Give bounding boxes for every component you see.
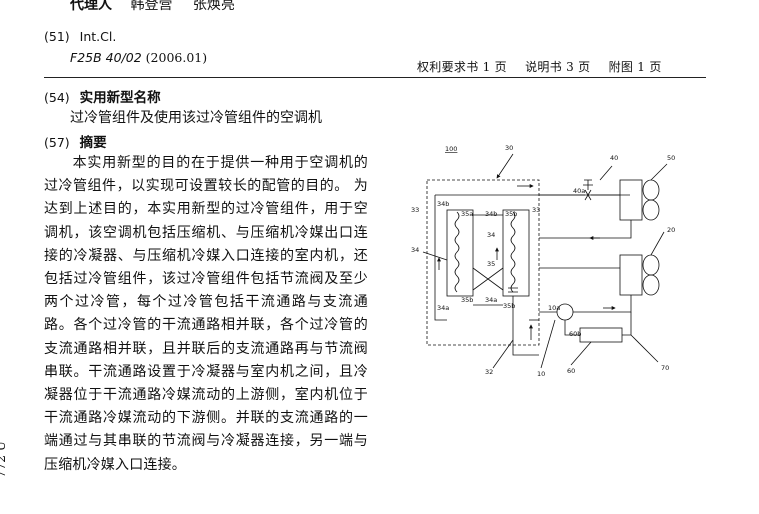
label-35a: 35a: [461, 210, 473, 218]
ipc-date: (2006.01): [145, 50, 208, 65]
label-40: 40: [610, 154, 618, 162]
label-34-mid: 34: [487, 231, 495, 239]
claims-pages: 权利要求书 1 页: [417, 60, 507, 74]
label-100: 100: [445, 145, 457, 153]
abstract-heading: 摘要: [79, 135, 107, 151]
label-60b: 60b: [569, 330, 581, 338]
page-counts: 权利要求书 1 页 说明书 3 页 附图 1 页: [417, 58, 676, 75]
condenser: [619, 179, 643, 221]
side-publication-number: 772 U: [0, 441, 8, 478]
utility-model-title: 过冷管组件及使用该过冷管组件的空调机: [70, 110, 322, 126]
title-code: (54): [44, 90, 70, 105]
ipc-value-line: F25B 40/02 (2006.01): [70, 50, 207, 65]
accumulator: [579, 327, 623, 343]
description-pages: 说明书 3 页: [525, 60, 591, 74]
label-35b-valve: 35b: [503, 302, 515, 310]
subcooler-tube-right: [502, 209, 530, 297]
label-10a: 10a: [548, 304, 560, 312]
ipc-code: (51): [44, 29, 70, 44]
abstract-header: (57) 摘要: [44, 131, 107, 151]
label-35b-bottom: 35b: [461, 296, 473, 304]
title-heading: 实用新型名称: [79, 90, 161, 106]
label-40a: 40a: [573, 187, 585, 195]
label-70: 70: [661, 364, 669, 372]
subcooler-tube-left: [446, 209, 474, 297]
ipc-label: Int.Cl.: [79, 29, 117, 44]
label-33-left: 33: [411, 206, 419, 214]
label-20: 20: [667, 226, 675, 234]
agent-name-1: 韩登营: [130, 0, 173, 13]
title-header: (54) 实用新型名称: [44, 86, 161, 106]
label-50: 50: [667, 154, 675, 162]
label-34: 34: [411, 246, 419, 254]
header-divider: [44, 77, 706, 78]
ipc-header: (51) Int.Cl.: [44, 29, 116, 44]
label-34a: 34a: [437, 304, 449, 312]
ipc-value: F25B 40/02: [70, 50, 142, 65]
indoor-unit: [619, 254, 643, 296]
agent-name-2: 张焕亮: [192, 0, 235, 13]
label-34b-2: 34b: [485, 210, 497, 218]
label-33-right: 33: [532, 206, 540, 214]
label-34a-bottom: 34a: [485, 296, 497, 304]
label-10: 10: [537, 370, 545, 378]
label-35b: 35b: [505, 210, 517, 218]
label-30: 30: [505, 144, 513, 152]
label-60: 60: [567, 367, 575, 375]
figure-labels: 100 30 40 50 40a 33 34b 35a 34b 35b 33 3…: [411, 144, 675, 378]
agent-line: 代理人 韩登营 张焕亮: [70, 0, 251, 14]
label-34b: 34b: [437, 200, 449, 208]
abstract-code: (57): [44, 135, 70, 150]
subcooler-module-box: [426, 179, 540, 346]
agent-label: 代理人: [70, 0, 112, 13]
air-conditioner-schematic: 100 30 40 50 40a 33 34b 35a 34b 35b 33 3…: [411, 144, 675, 378]
drawings-pages: 附图 1 页: [608, 60, 662, 74]
abstract-body: 本实用新型的目的在于提供一种用于空调机的过冷管组件，以实现可设置较长的配管的目的…: [44, 155, 368, 473]
abstract-text: 本实用新型的目的在于提供一种用于空调机的过冷管组件，以实现可设置较长的配管的目的…: [44, 152, 368, 477]
label-35: 35: [487, 260, 495, 268]
label-32: 32: [485, 368, 493, 376]
